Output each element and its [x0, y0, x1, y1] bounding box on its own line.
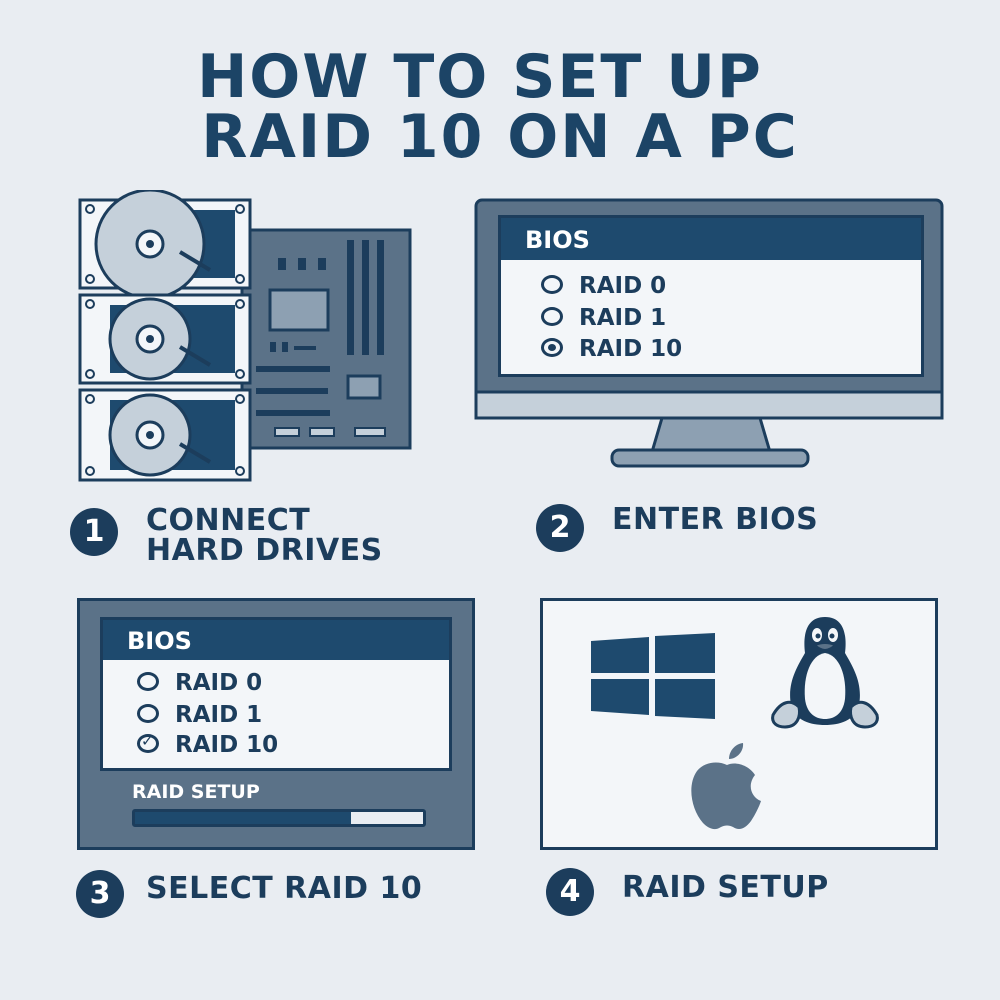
- bios-option-raid1[interactable]: RAID 1: [541, 305, 666, 331]
- step-3-badge: 3: [76, 870, 124, 918]
- step-2-badge: 2: [536, 504, 584, 552]
- raid-setup-progress-bar: [132, 809, 426, 827]
- bios-header: BIOS: [501, 218, 921, 260]
- step-4-badge: 4: [546, 868, 594, 916]
- step-1-label-line2: HARD DRIVES: [146, 533, 383, 568]
- radio-unselected-icon: [541, 275, 563, 294]
- linux-tux-icon: [771, 617, 879, 729]
- page-title-line1: HOW TO SET UP: [197, 42, 763, 112]
- hard-drive-icon: [78, 190, 252, 298]
- progress-fill: [135, 812, 351, 824]
- hard-drives-and-motherboard-illustration: [78, 190, 412, 482]
- os-logos-panel: [540, 598, 938, 850]
- bios-select-screen: BIOS RAID 0 RAID 1 RAID 10: [100, 617, 452, 771]
- step-3-label: SELECT RAID 10: [146, 871, 423, 906]
- step-1-label-line1: CONNECT: [146, 503, 311, 538]
- bios-screen: BIOS RAID 0 RAID 1 RAID 10: [498, 215, 924, 377]
- apple-logo-icon: [691, 743, 761, 830]
- bios-option-raid10[interactable]: RAID 10: [137, 732, 278, 758]
- radio-selected-icon: [541, 338, 563, 357]
- windows-logo-icon: [591, 633, 715, 719]
- bios-header: BIOS: [103, 620, 449, 660]
- motherboard-icon: [240, 228, 412, 450]
- raid-setup-label: RAID SETUP: [132, 781, 260, 803]
- bios-option-raid1[interactable]: RAID 1: [137, 702, 262, 728]
- radio-checked-icon: [137, 732, 159, 753]
- step-4-label: RAID SETUP: [622, 870, 829, 905]
- step-2-label: ENTER BIOS: [612, 502, 819, 537]
- bios-option-raid10[interactable]: RAID 10: [541, 336, 682, 362]
- bios-option-raid0[interactable]: RAID 0: [137, 670, 262, 696]
- hard-drive-icon: [78, 388, 252, 482]
- bios-select-panel: BIOS RAID 0 RAID 1 RAID 10 RAID SETUP: [77, 598, 475, 850]
- step-1-badge: 1: [70, 508, 118, 556]
- radio-unselected-icon: [137, 672, 159, 691]
- radio-unselected-icon: [137, 704, 159, 723]
- radio-unselected-icon: [541, 307, 563, 326]
- hard-drive-icon: [78, 293, 252, 385]
- page-title-line2: RAID 10 ON A PC: [201, 102, 799, 172]
- bios-option-raid0[interactable]: RAID 0: [541, 273, 666, 299]
